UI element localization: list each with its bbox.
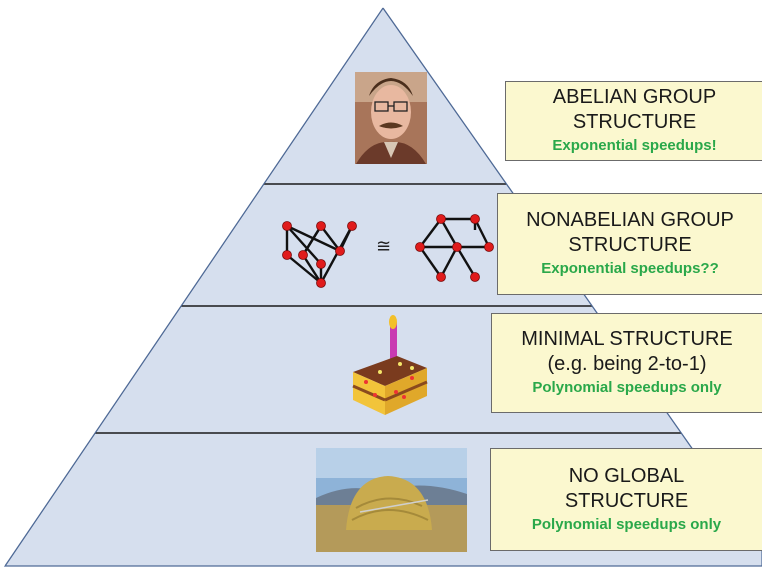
isomorphism-symbol: ≅ [376, 236, 392, 257]
portrait-photo [355, 72, 427, 164]
tier-title-line: MINIMAL STRUCTURE [521, 328, 733, 350]
tier-title-line: NO GLOBAL [568, 464, 685, 487]
graph-left [285, 224, 354, 284]
tier-label-no-structure: NO GLOBAL STRUCTURE Polynomial speedups … [490, 448, 762, 551]
pyramid-left-edge [4, 7, 384, 567]
speedup-text: Exponential speedups?? [541, 260, 719, 277]
pyramid-outside-left [0, 0, 383, 566]
graph-right [419, 217, 491, 278]
tier-title-line: STRUCTURE [568, 234, 692, 256]
tier-title-line: (e.g. being 2-to-1) [547, 353, 707, 375]
tier-title-line: NONABELIAN GROUP [526, 209, 734, 231]
graph-left-nodes [282, 221, 357, 288]
haystack-with-needle [316, 448, 467, 552]
birthday-cake-slice [352, 315, 428, 415]
tier-title-line: STRUCTURE [572, 111, 697, 133]
tier-title-line: STRUCTURE [564, 489, 689, 512]
speedup-text: Polynomial speedups only [532, 379, 722, 396]
tier-label-minimal: MINIMAL STRUCTURE (e.g. being 2-to-1) Po… [491, 313, 762, 413]
tier-title-line: ABELIAN GROUP [552, 86, 717, 108]
speedup-text: Exponential speedups! [552, 137, 717, 154]
graph-right-nodes [415, 214, 494, 282]
tier-label-nonabelian: NONABELIAN GROUP STRUCTURE Exponential s… [497, 193, 762, 295]
speedup-text: Polynomial speedups only [531, 515, 722, 533]
tier-label-abelian: ABELIAN GROUP STRUCTURE Exponential spee… [505, 81, 762, 161]
